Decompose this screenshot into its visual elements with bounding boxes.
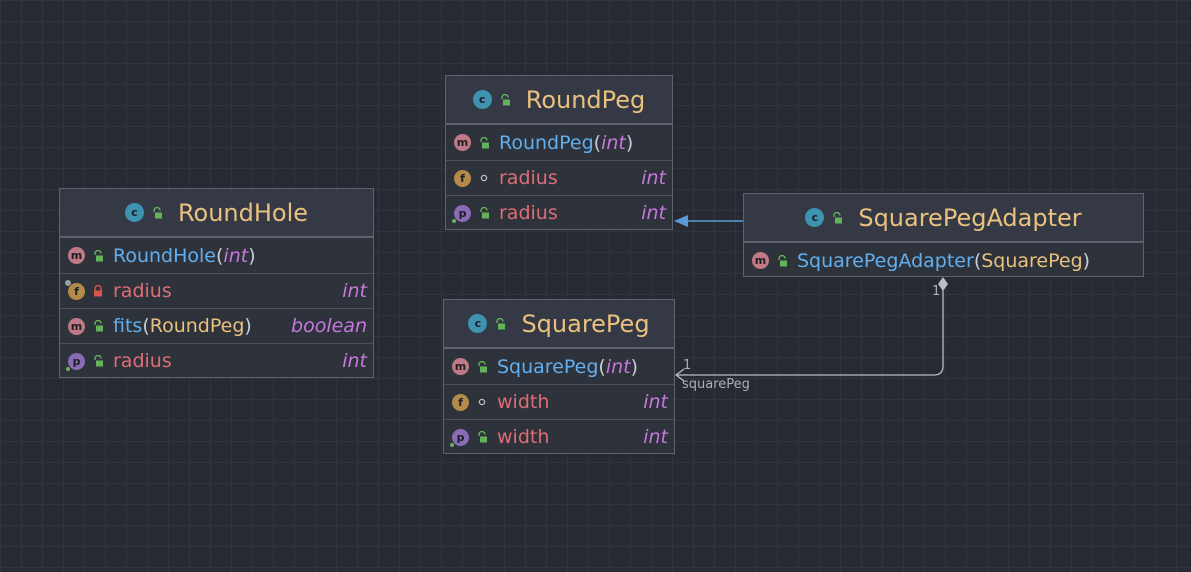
method-icon: m (752, 252, 769, 269)
field-row[interactable]: f width int (444, 384, 674, 419)
constructor-row[interactable]: m SquarePegAdapter(SquarePeg) (744, 243, 1143, 278)
property-type: int (641, 202, 666, 224)
paren-close: ) (625, 131, 634, 154)
association-line[interactable] (676, 290, 944, 376)
property-icon: p (450, 428, 469, 447)
param-type: RoundPeg (149, 315, 245, 337)
class-squarepeg[interactable]: c SquarePeg m SquarePeg(int) f width int… (443, 299, 675, 454)
constructor-row[interactable]: m SquarePeg(int) (444, 349, 674, 384)
class-squarepegadapter[interactable]: c SquarePegAdapter m SquarePegAdapter(Sq… (743, 193, 1144, 277)
field-row[interactable]: f radius int (60, 273, 373, 308)
public-lock-icon (475, 360, 489, 374)
field-name: radius (113, 280, 172, 302)
public-lock-icon (830, 211, 844, 225)
field-type: int (641, 167, 666, 189)
field-name: radius (499, 167, 558, 189)
constructor-name: RoundHole (113, 244, 216, 267)
class-header: c RoundPeg (446, 76, 672, 125)
param-type: int (601, 131, 626, 154)
constructor-name: RoundPeg (499, 131, 594, 154)
association-arrowhead (674, 368, 685, 382)
property-name: radius (499, 202, 558, 224)
return-type: boolean (291, 315, 367, 337)
public-lock-icon (477, 136, 491, 150)
package-private-icon (475, 395, 489, 409)
property-row[interactable]: p radius int (446, 195, 672, 230)
class-name: RoundHole (177, 198, 309, 227)
public-lock-icon (498, 93, 512, 107)
method-icon: m (454, 134, 471, 151)
paren-open: ( (598, 355, 606, 378)
paren-open: ( (142, 315, 150, 337)
paren-close: ) (1082, 249, 1091, 272)
class-name: RoundPeg (525, 85, 646, 114)
public-lock-icon (475, 430, 489, 444)
paren-open: ( (973, 249, 982, 272)
param-type: SquarePeg (981, 249, 1083, 272)
target-multiplicity: 1 (683, 358, 692, 373)
generalization-arrowhead (674, 215, 688, 227)
constructor-name: SquarePeg (497, 355, 599, 378)
param-type: int (223, 244, 249, 267)
paren-open: ( (593, 131, 602, 154)
property-type: int (643, 426, 668, 448)
public-lock-icon (775, 254, 789, 268)
constructor-name: SquarePegAdapter (797, 249, 974, 272)
property-name: radius (113, 350, 172, 372)
method-icon: m (68, 247, 85, 264)
paren-close: ) (248, 244, 256, 267)
constructor-row[interactable]: m RoundHole(int) (60, 238, 373, 273)
source-multiplicity: 1 (932, 284, 941, 299)
public-lock-icon (150, 206, 164, 220)
class-roundpeg[interactable]: c RoundPeg m RoundPeg(int) f radius int … (445, 75, 673, 230)
class-header: c RoundHole (60, 189, 373, 238)
association-role-label: squarePeg (682, 377, 750, 392)
class-icon: c (124, 203, 144, 222)
public-lock-icon (91, 354, 105, 368)
public-lock-icon (477, 206, 491, 220)
class-icon: c (472, 90, 492, 109)
field-icon: f (65, 279, 85, 300)
property-type: int (342, 350, 367, 372)
property-row[interactable]: p width int (444, 419, 674, 454)
field-icon: f (454, 169, 471, 187)
property-name: width (497, 426, 550, 448)
property-icon: p (452, 204, 471, 223)
paren-close: ) (630, 355, 639, 378)
class-header: c SquarePegAdapter (744, 194, 1143, 243)
property-row[interactable]: p radius int (60, 343, 373, 378)
property-icon: p (66, 352, 85, 371)
class-name: SquarePeg (521, 309, 650, 338)
class-name: SquarePegAdapter (858, 203, 1082, 232)
param-type: int (605, 355, 631, 378)
public-lock-icon (493, 317, 507, 331)
method-name: fits (113, 315, 143, 337)
class-icon: c (468, 314, 488, 333)
package-private-icon (477, 171, 491, 185)
composition-diamond (938, 277, 948, 291)
field-type: int (342, 280, 367, 302)
public-lock-icon (91, 319, 105, 333)
field-row[interactable]: f radius int (446, 160, 672, 195)
method-icon: m (452, 358, 469, 375)
constructor-row[interactable]: m RoundPeg(int) (446, 125, 672, 160)
class-header: c SquarePeg (444, 300, 674, 349)
method-icon: m (68, 317, 85, 335)
field-name: width (497, 391, 550, 413)
field-type: int (643, 391, 668, 413)
class-icon: c (805, 208, 825, 227)
paren-open: ( (216, 244, 224, 267)
paren-close: ) (244, 315, 252, 337)
field-icon: f (452, 393, 469, 411)
method-row[interactable]: m fits(RoundPeg) boolean (60, 308, 373, 343)
class-roundhole[interactable]: c RoundHole m RoundHole(int) f radius in… (59, 188, 374, 378)
private-lock-icon (91, 284, 105, 298)
public-lock-icon (91, 249, 105, 263)
